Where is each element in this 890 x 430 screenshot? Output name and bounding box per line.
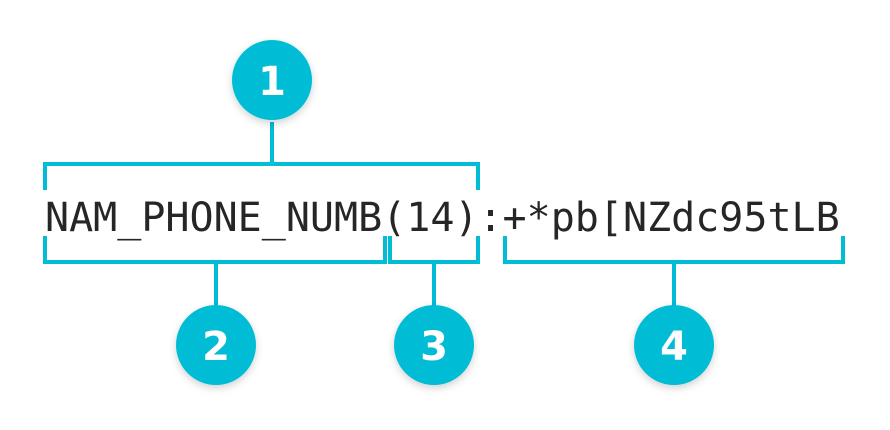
- bracket-segment-1: [43, 122, 480, 190]
- badge-3[interactable]: 3: [394, 305, 474, 385]
- bracket-segment-3: [388, 236, 480, 307]
- badge-2[interactable]: 2: [176, 305, 256, 385]
- badge-2-label: 2: [202, 324, 230, 370]
- code-string: NAM_PHONE_NUMB(14):+*pb[NZdc95tLB: [45, 195, 840, 241]
- badge-4-circle[interactable]: [634, 305, 714, 385]
- badge-1-circle[interactable]: [232, 40, 312, 120]
- bracket-1-path: [43, 162, 480, 190]
- badge-4-label: 4: [660, 324, 688, 370]
- badge-4[interactable]: 4: [634, 305, 714, 385]
- bracket-segment-2: [43, 236, 387, 307]
- badge-3-label: 3: [420, 324, 448, 370]
- badge-2-circle[interactable]: [176, 305, 256, 385]
- badge-1-label: 1: [258, 59, 286, 105]
- bracket-segment-4: [503, 236, 845, 307]
- badge-3-circle[interactable]: [394, 305, 474, 385]
- badge-1[interactable]: 1: [232, 40, 312, 120]
